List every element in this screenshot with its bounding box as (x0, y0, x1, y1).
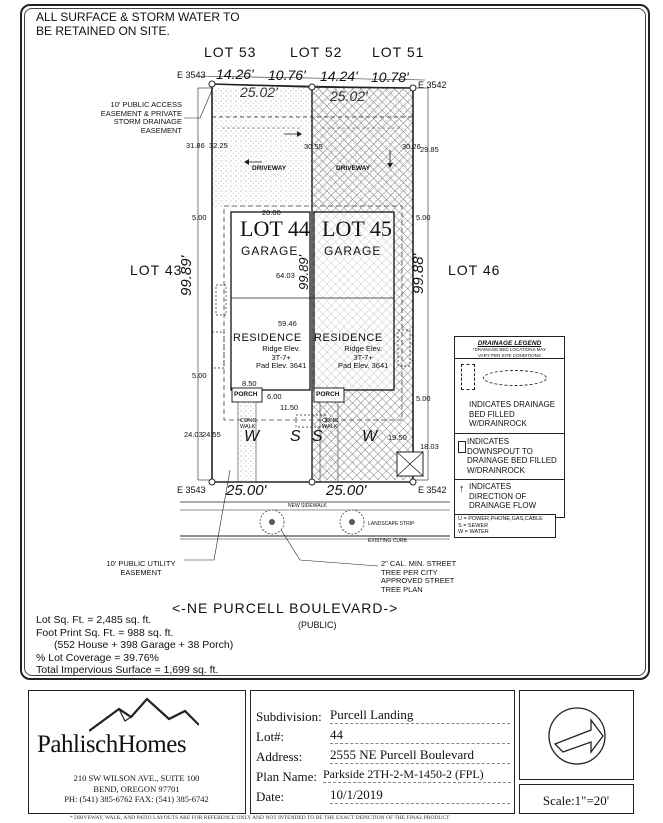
company-block: PahlischHomes 210 SW WILSON AVE., SUITE … (28, 690, 246, 814)
dim-top-2: 10.76' (268, 67, 306, 83)
sewer-symbol: S (312, 428, 323, 445)
disclaimer-footnote: * DRIVEWAY, WALK, AND PATIO LAYOUTS ARE … (70, 815, 450, 821)
water-symbol: W (244, 428, 260, 445)
residence-label-44: RESIDENCE (233, 332, 302, 344)
drainage-bed-oval-icon (483, 370, 547, 386)
dim-lot44-front: 25.02' (240, 84, 278, 100)
driveway-label-44: DRIVEWAY (252, 165, 287, 172)
dim-lot45-rear: 25.00' (326, 482, 367, 499)
corner-monument (208, 80, 216, 88)
downspout-icon (458, 441, 466, 453)
utility-legend: U = POWER,PHONE,GAS,CABLE S = SEWER W = … (454, 514, 556, 538)
lot-label-46: LOT 46 (448, 262, 501, 278)
mountain-logo-icon (89, 697, 199, 732)
elevation-br: E 3542 (418, 485, 447, 495)
elev-info-44: Ridge Elev. 3T-7+ Pad Elev. 3641 (256, 344, 307, 370)
dim-mid-depth: 99.89' (296, 254, 311, 290)
dim-left-depth: 99.89' (178, 255, 195, 296)
lot44-building (230, 211, 311, 391)
retention-note: ALL SURFACE & STORM WATER TO BE RETAINED… (36, 10, 240, 38)
lot44-walk (237, 401, 257, 483)
street-type: (PUBLIC) (298, 620, 337, 630)
project-info-block: Subdivision: Purcell Landing Lot#: 44 Ad… (250, 690, 515, 814)
elevation-tr: E 3542 (418, 80, 447, 90)
site-plan-drawing (180, 75, 450, 567)
garage-label-44: GARAGE (241, 244, 299, 258)
flow-arrow-icon: ↑ (459, 483, 465, 495)
north-arrow-icon (548, 707, 606, 765)
lot44-label: LOT 44 (240, 216, 310, 241)
lot-label-43: LOT 43 (130, 262, 183, 278)
company-logo-text: PahlischHomes (37, 731, 187, 758)
dim-right-depth: 99.88' (410, 253, 427, 294)
elevation-bl: E 3543 (177, 485, 206, 495)
utility-easement-callout: 10' PUBLIC UTILITY EASEMENT (106, 559, 176, 577)
street-tree-callout: 2" CAL. MIN. STREET TREE PER CITY APPROV… (381, 559, 457, 594)
driveway-label-45: DRIVEWAY (336, 165, 371, 172)
street-name: <-NE PURCELL BOULEVARD-> (172, 600, 399, 616)
sheet-border (20, 4, 650, 680)
dim-lot45-front: 25.02' (330, 88, 368, 104)
setback-envelope (223, 205, 403, 421)
dim-top-4: 10.78' (371, 69, 409, 85)
drainage-bed-icon (461, 364, 475, 390)
lot-label-53: LOT 53 (204, 44, 257, 60)
company-address: 210 SW WILSON AVE., SUITE 100 BEND, OREG… (64, 773, 209, 804)
lot44-stipple (212, 87, 312, 207)
lot45-building (313, 211, 395, 391)
lot-label-51: LOT 51 (372, 44, 425, 60)
lot45-walk (319, 401, 339, 483)
scale-block: Scale:1"=20' (519, 784, 634, 814)
elev-info-45: Ridge Elev. 3T-7+ Pad Elev. 3641 (338, 344, 389, 370)
dim-top-3: 14.24' (320, 68, 358, 84)
elevation-tl: E 3543 (177, 70, 206, 80)
drainage-legend: DRAINAGE LEGEND *DRAINAGE BED LOCATIONS … (454, 336, 565, 518)
garage-label-45: GARAGE (324, 244, 382, 258)
lot-label-52: LOT 52 (290, 44, 343, 60)
water-symbol: W (362, 428, 378, 445)
access-easement-callout: 10' PUBLIC ACCESS EASEMENT & PRIVATE STO… (100, 100, 182, 135)
north-arrow-block (519, 690, 634, 780)
sewer-symbol: S (290, 428, 301, 445)
residence-label-45: RESIDENCE (314, 332, 383, 344)
lot-statistics: Lot Sq. Ft. = 2,485 sq. ft. Foot Print S… (36, 614, 234, 676)
lot45-label: LOT 45 (322, 216, 392, 241)
dim-top-1: 14.26' (216, 66, 254, 82)
sheet-inner-border (24, 8, 646, 676)
dim-lot44-rear: 25.00' (226, 482, 267, 499)
